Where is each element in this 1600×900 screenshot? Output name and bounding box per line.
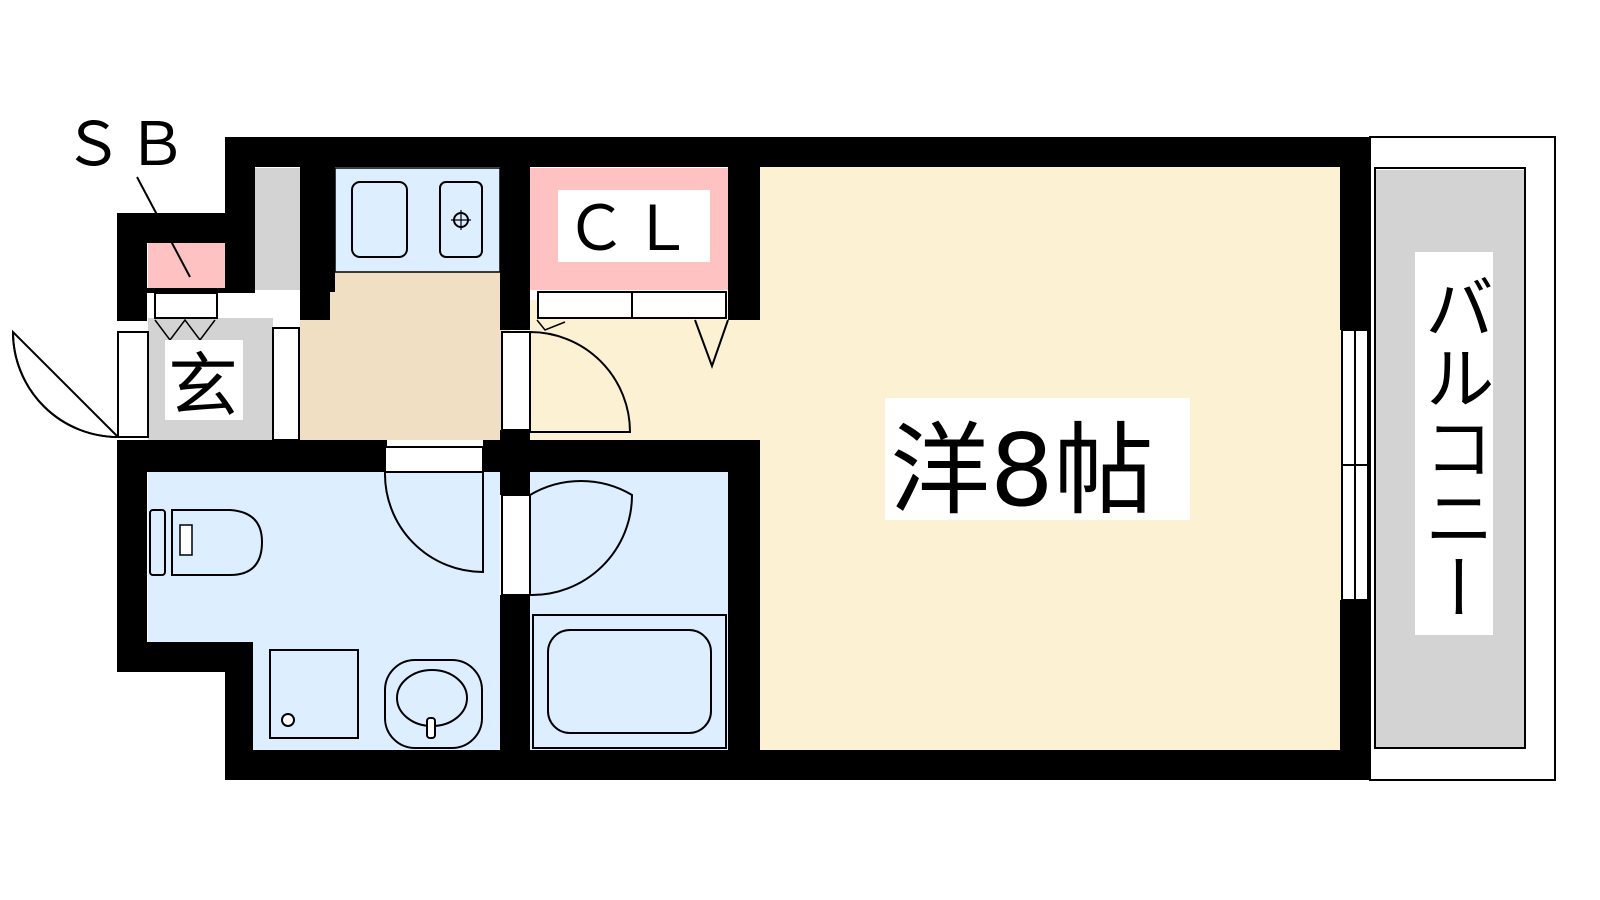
entrance-label: 玄 (168, 345, 238, 427)
western-room-label-bg (885, 398, 1190, 520)
kitchen-floor (300, 270, 510, 440)
closet-door-fold (694, 319, 729, 369)
fixtures (149, 181, 727, 749)
balcony-frame (1369, 136, 1556, 781)
closet-label-bg (558, 190, 710, 262)
balcony-label-bg (1415, 252, 1493, 635)
walls (117, 137, 1370, 780)
western-room-label: 洋8帖 (890, 412, 1154, 529)
balcony-label: バルコニー (1413, 272, 1495, 622)
shoe-box-leader-line (136, 176, 191, 278)
kitchen-sink (351, 181, 408, 258)
hall-door-swing (529, 330, 632, 433)
toilet-tank (149, 509, 166, 576)
entrance-door-swing (11, 329, 119, 438)
closet-label: ＣＬ (565, 192, 697, 265)
shoe-box-fill (148, 242, 226, 290)
toilet-icon (171, 509, 264, 576)
storage-column (255, 168, 303, 290)
shoe-box-label: ＳＢ (63, 110, 191, 180)
doors (11, 291, 1369, 601)
entrance-label-bg (165, 340, 243, 420)
wash-door-swing (383, 471, 484, 574)
bath-door-swing (529, 480, 634, 597)
